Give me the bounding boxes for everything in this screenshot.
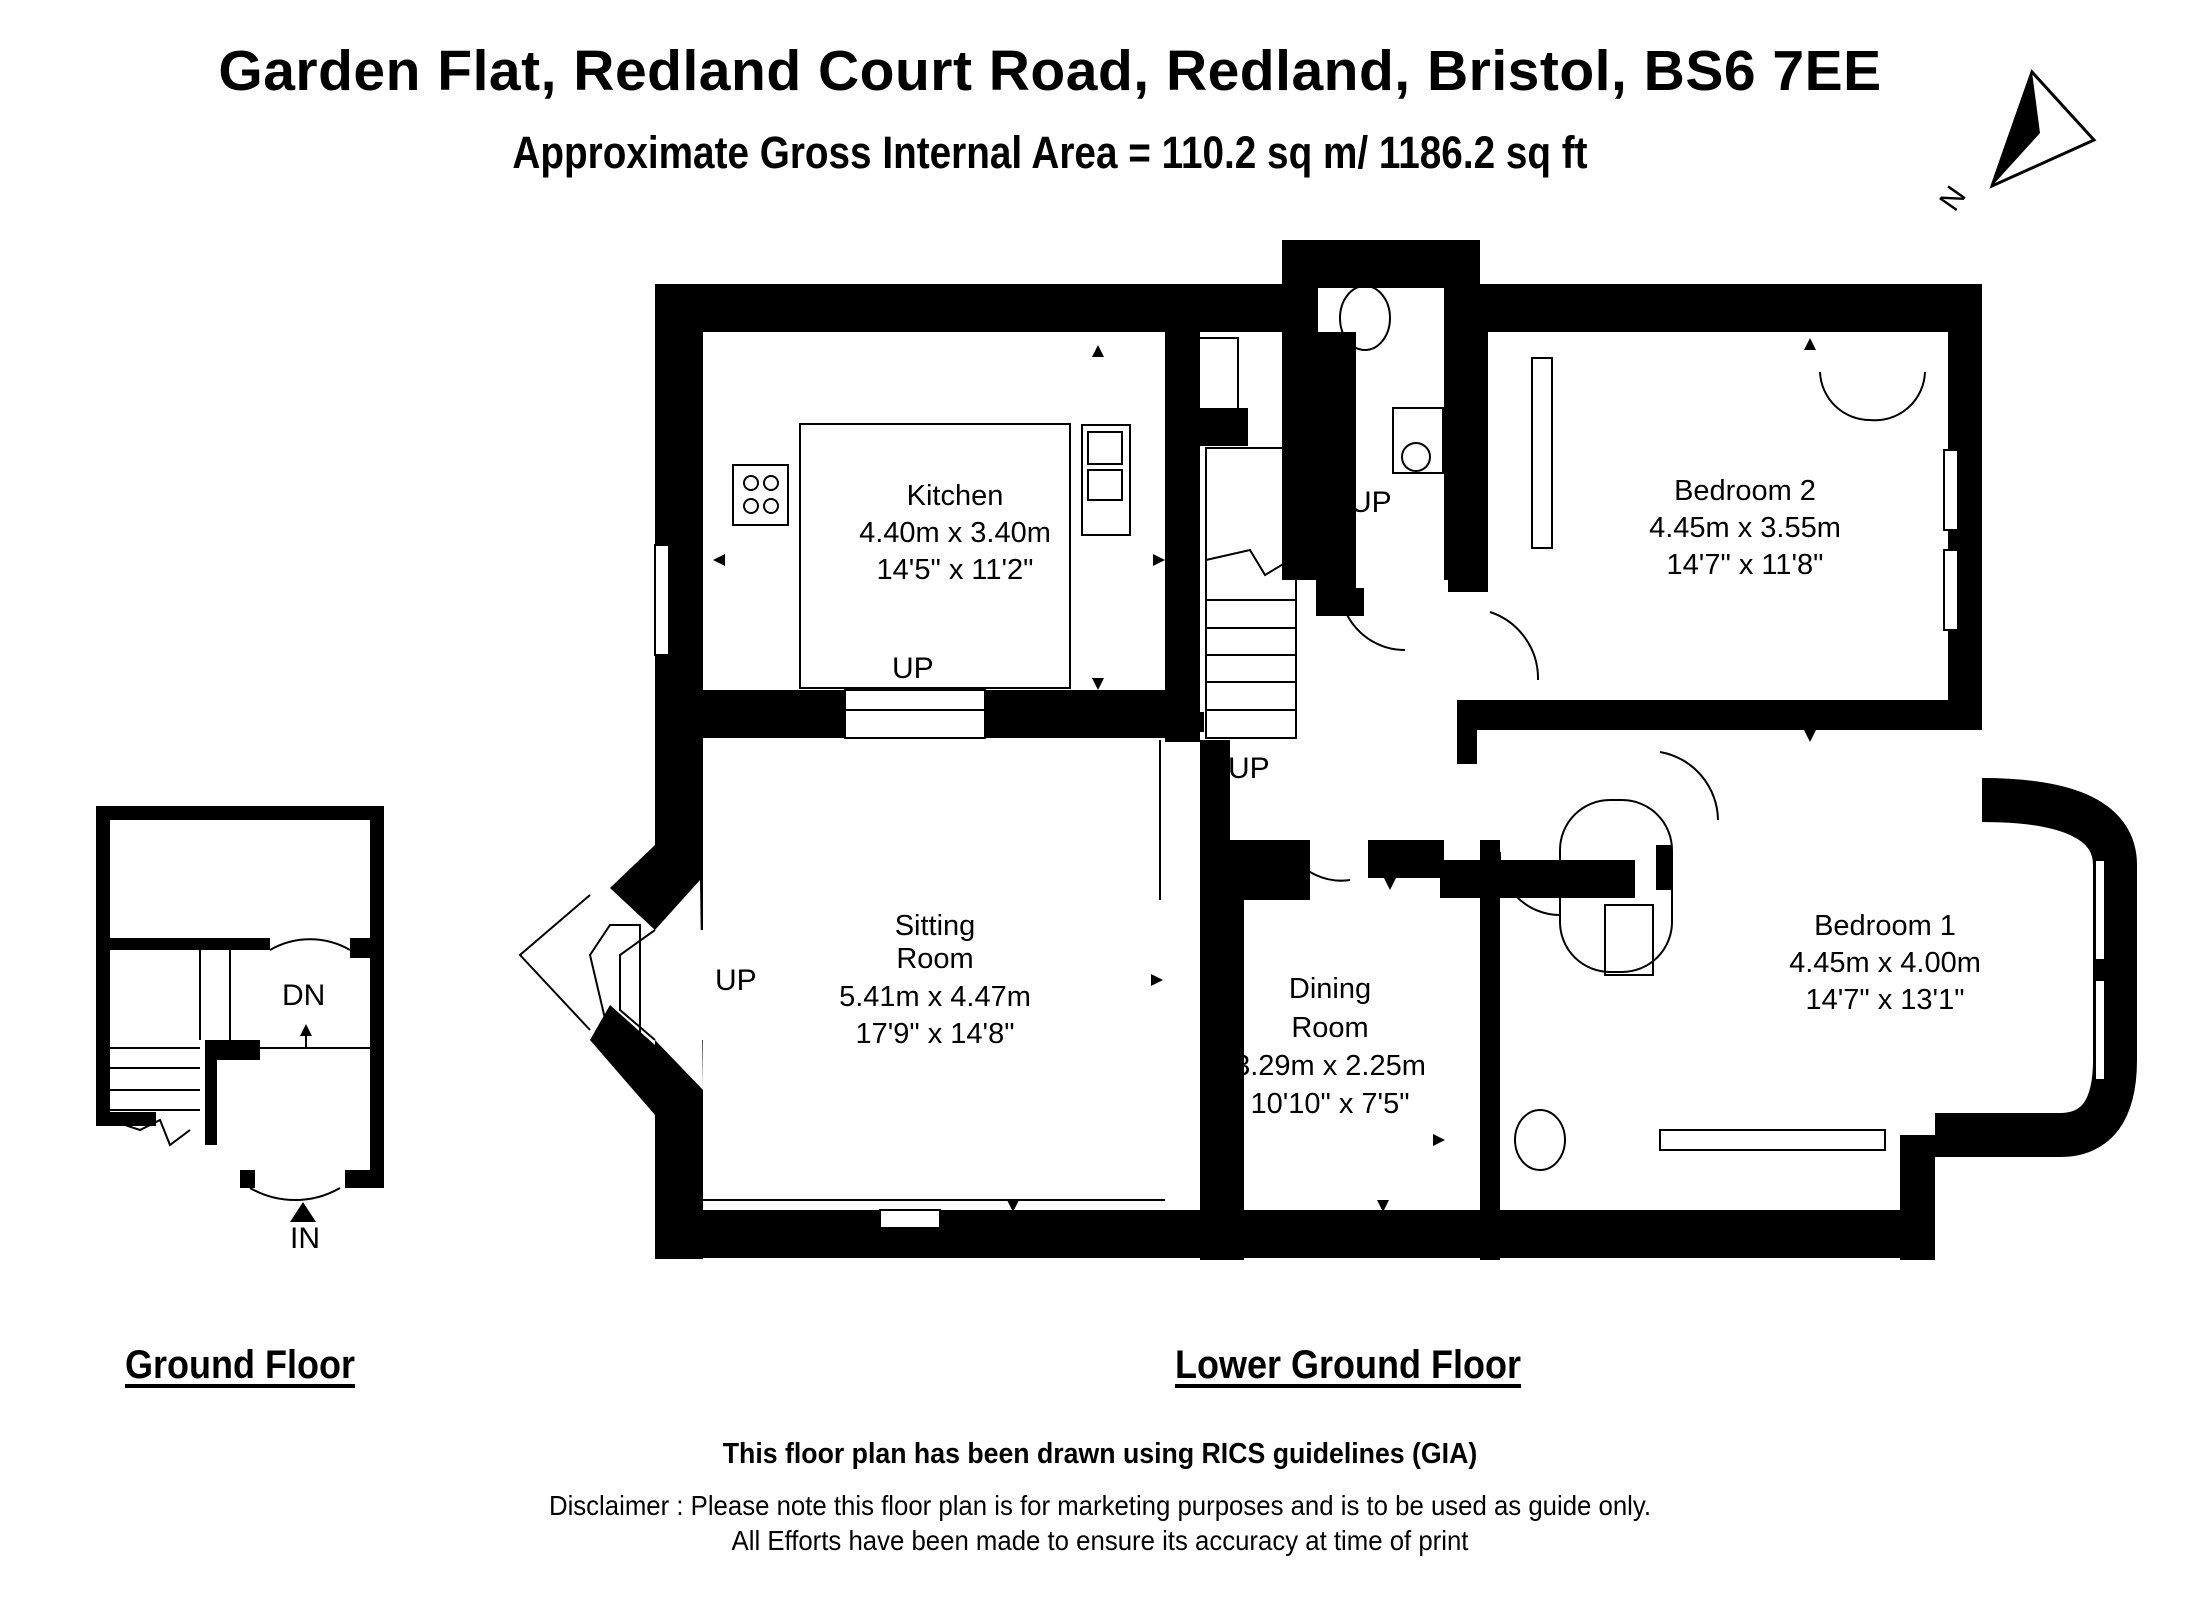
dining-name-2: Room bbox=[1291, 1012, 1368, 1044]
basin-icon bbox=[1392, 407, 1444, 474]
entrance-arrow-icon bbox=[290, 1202, 316, 1222]
ground-dn-label: DN bbox=[282, 979, 325, 1012]
wardrobe-bedroom2 bbox=[1531, 357, 1553, 549]
shower-tray-icon bbox=[1167, 337, 1239, 427]
compass-n-label: N bbox=[1933, 180, 1972, 217]
room-labels: Kitchen 4.40m x 3.40m 14'5" x 11'2" Bedr… bbox=[839, 475, 1981, 1120]
bay-window-bedroom1 bbox=[1935, 778, 2137, 1157]
ground-floor-plan bbox=[96, 806, 384, 1188]
ground-floor-stairs bbox=[109, 938, 370, 1202]
staircase bbox=[1205, 447, 1297, 739]
bathtub-icon bbox=[1559, 799, 1673, 973]
kitchen-metric: 4.40m x 3.40m bbox=[859, 517, 1051, 549]
bay-window-sitting bbox=[518, 845, 703, 1115]
bathroom-basin-icon bbox=[1604, 904, 1654, 976]
wardrobe-bedroom1 bbox=[1659, 1129, 1886, 1151]
bedroom2-metric: 4.45m x 3.55m bbox=[1649, 512, 1841, 544]
lower-ground-floor-label: Lower Ground Floor bbox=[1175, 1343, 1521, 1387]
sitting-name-1: Sitting bbox=[895, 910, 976, 942]
dining-imperial: 10'10" x 7'5" bbox=[1250, 1088, 1409, 1120]
page-title: Garden Flat, Redland Court Road, Redland… bbox=[218, 39, 1882, 103]
gross-internal-area: Approximate Gross Internal Area = 110.2 … bbox=[512, 127, 1588, 178]
sitting-imperial: 17'9" x 14'8" bbox=[855, 1018, 1014, 1050]
disclaimer-line-2: All Efforts have been made to ensure its… bbox=[731, 1525, 1469, 1556]
kitchen-island bbox=[799, 423, 1071, 689]
bedroom1-imperial: 14'7" x 13'1" bbox=[1805, 984, 1964, 1016]
kitchen-sink-icon bbox=[1081, 424, 1131, 536]
ground-floor-label: Ground Floor bbox=[125, 1343, 355, 1387]
sitting-up-label: UP bbox=[715, 964, 757, 997]
hall-up-label: UP bbox=[1228, 752, 1270, 785]
bedroom1-name: Bedroom 1 bbox=[1814, 910, 1956, 942]
entrance-in-label: IN bbox=[290, 1222, 320, 1255]
dining-metric: 3.29m x 2.25m bbox=[1234, 1050, 1426, 1082]
toilet-icon bbox=[1339, 285, 1391, 351]
dimension-arrows bbox=[713, 338, 1816, 1212]
lower-ground-walls bbox=[655, 240, 1982, 1260]
bathroom-toilet-icon bbox=[1514, 1109, 1566, 1171]
bathroom-up-label: UP bbox=[1350, 486, 1392, 519]
bedroom2-imperial: 14'7" x 11'8" bbox=[1667, 549, 1824, 581]
bedroom2-name: Bedroom 2 bbox=[1674, 475, 1816, 507]
rics-note: This floor plan has been drawn using RIC… bbox=[722, 1438, 1478, 1470]
kitchen-imperial: 14'5" x 11'2" bbox=[877, 554, 1034, 586]
kitchen-name: Kitchen bbox=[907, 480, 1004, 512]
kitchen-up-label: UP bbox=[892, 652, 934, 685]
hob-icon bbox=[732, 464, 789, 526]
dining-name-1: Dining bbox=[1289, 973, 1371, 1005]
north-arrow-icon: N bbox=[1933, 69, 2097, 217]
stair-up-labels: UP UP UP UP bbox=[715, 486, 1392, 997]
sitting-name-2: Room bbox=[896, 943, 973, 975]
bedroom1-metric: 4.45m x 4.00m bbox=[1789, 947, 1981, 979]
sitting-metric: 5.41m x 4.47m bbox=[839, 981, 1031, 1013]
disclaimer-line-1: Disclaimer : Please note this floor plan… bbox=[548, 1490, 1652, 1521]
